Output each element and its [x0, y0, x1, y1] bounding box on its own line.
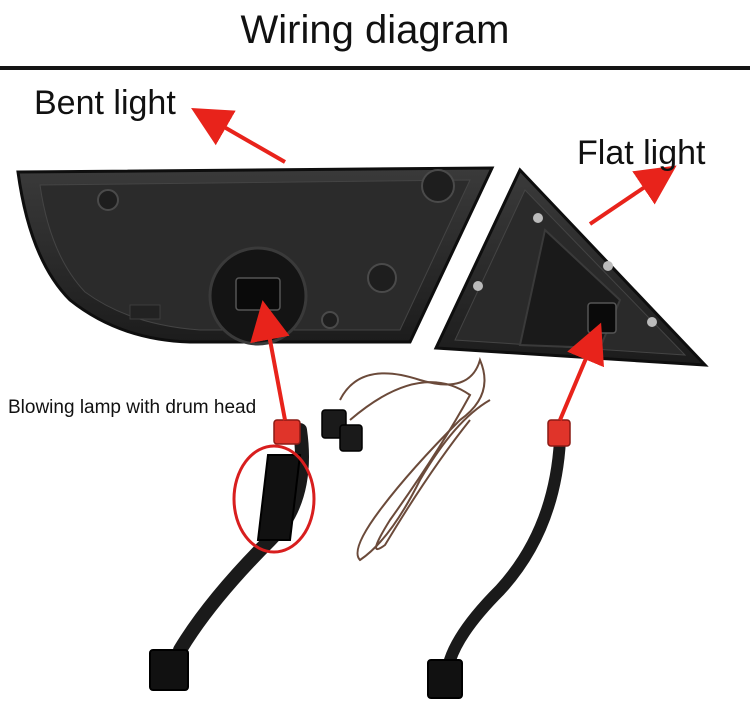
blowing-lamp-label: Blowing lamp with drum head: [8, 397, 257, 418]
highlight-circle: [232, 444, 316, 554]
wiring-harness-right: [427, 419, 571, 699]
arrow-flat-socket: [558, 322, 604, 421]
bent-light-housing: [16, 166, 495, 346]
plug-right: [427, 659, 463, 699]
flat-light-housing: [433, 167, 709, 367]
wiring-harness-left: [149, 357, 491, 691]
plug-left: [149, 649, 189, 691]
flat-light-connector-port: [587, 302, 617, 334]
wiring-diagram-illustration: [16, 108, 709, 699]
arrow-bent-light: [191, 108, 286, 164]
page-title: Wiring diagram: [240, 8, 510, 52]
drum-head-module: [256, 454, 302, 541]
bent-light-connector-port: [235, 277, 281, 311]
arrow-bent-socket: [250, 300, 290, 421]
header-bar: Wiring diagram: [0, 0, 750, 66]
arrow-flat-light: [588, 165, 677, 226]
header-divider: [0, 66, 750, 70]
connector-red-right: [547, 419, 571, 447]
wire-loop: [339, 357, 491, 562]
bent-light-label: Bent light: [34, 84, 176, 122]
flat-light-label: Flat light: [577, 134, 706, 172]
connector-red-left: [273, 419, 301, 445]
